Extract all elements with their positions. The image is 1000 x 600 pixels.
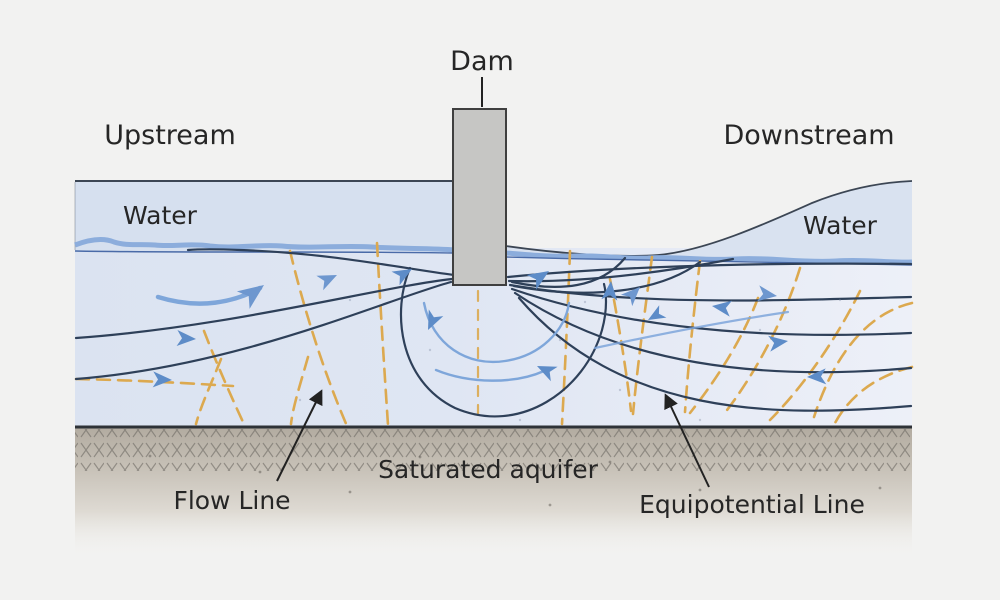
- flow-arrowhead-icon: [601, 281, 618, 301]
- flow-arrowhead-icon: [757, 285, 777, 302]
- water-upstream-label: Water: [123, 201, 198, 230]
- flow-line-arrow: [276, 389, 323, 482]
- upstream-water: [74, 180, 455, 252]
- saturated-aquifer-label: Saturated aquifer: [378, 455, 599, 484]
- downstream-label: Downstream: [723, 120, 894, 151]
- labels: Dam Upstream Downstream Water Water Satu…: [104, 46, 894, 519]
- flow-line-label: Flow Line: [173, 486, 290, 515]
- flow-arrowhead-icon: [620, 287, 640, 307]
- flow-arrowhead-icon: [648, 305, 667, 320]
- flow-arrowhead-icon: [176, 330, 196, 346]
- flow-arrowheads: [152, 269, 827, 388]
- label-leaders: [276, 77, 710, 488]
- flow-arrowhead-icon: [152, 371, 172, 388]
- flow-arrowhead-icon: [316, 275, 337, 291]
- flow-arrowhead-icon: [428, 309, 444, 330]
- flow-arrowhead-icon: [807, 368, 827, 385]
- equipotential-line-arrow: [664, 393, 710, 488]
- flow-arrowhead-icon: [768, 335, 788, 352]
- equipotential-line-label: Equipotential Line: [639, 490, 865, 519]
- flow-arrowhead-icon: [526, 271, 549, 290]
- dam-structure: [452, 108, 507, 286]
- flow-arrowhead-icon: [537, 366, 558, 382]
- dam-label: Dam: [450, 46, 514, 77]
- upstream-label: Upstream: [104, 120, 236, 151]
- flow-arrowhead-icon: [391, 269, 412, 286]
- flow-arrowhead-icon: [236, 285, 264, 309]
- water-downstream-label: Water: [803, 211, 878, 240]
- flow-arrowhead-icon: [712, 300, 732, 317]
- aquifer-speckles: [298, 298, 842, 422]
- ground-layer: [75, 425, 912, 557]
- ground-speckles: [148, 453, 882, 507]
